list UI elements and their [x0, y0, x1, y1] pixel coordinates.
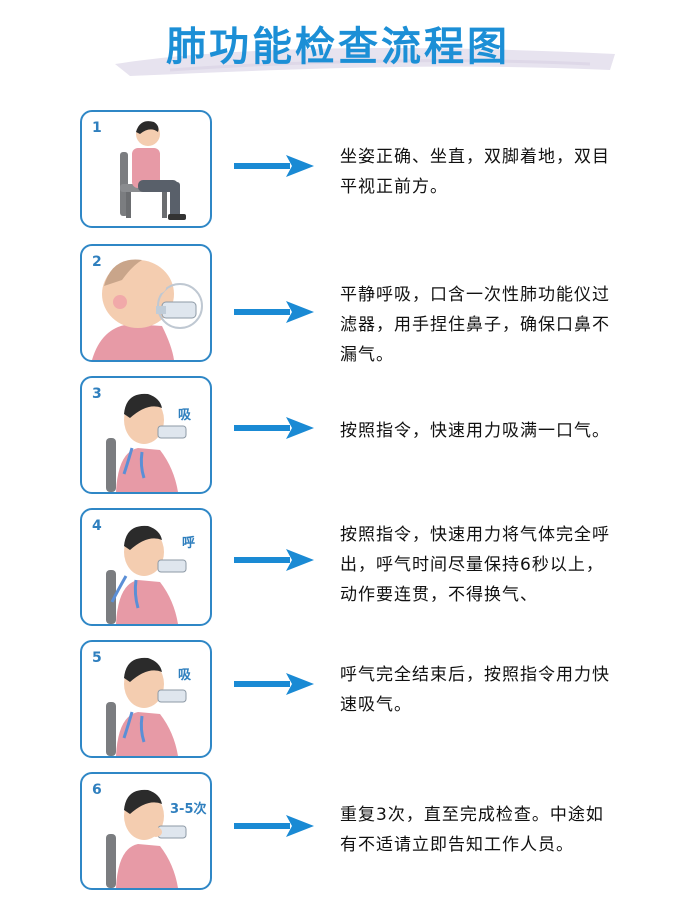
step-6-card: 6 3-5次 [80, 772, 212, 890]
person-rapid-inhale-illustration [106, 657, 187, 756]
step-3-card: 3 吸 [80, 376, 212, 494]
seated-person-illustration [120, 121, 186, 220]
mouthpiece-closeup-illustration [92, 259, 203, 360]
arrow-right-icon [234, 301, 314, 323]
page-title: 肺功能检查流程图 [166, 24, 510, 70]
step-2-card: 2 [80, 244, 212, 362]
step-1: 1 坐姿正确、坐直，双脚着地，双目平视正前方。 [0, 110, 676, 230]
person-repeat-illustration [106, 789, 187, 888]
step-6-action-label: 3-5次 [170, 802, 207, 817]
step-2: 2 平静呼吸，口含一次性肺功能仪过滤器，用手捏住鼻子，确保口鼻不漏气。 [0, 244, 676, 365]
step-4-number: 4 [92, 518, 102, 534]
step-1-description: 坐姿正确、坐直，双脚着地，双目平视正前方。 [340, 147, 610, 197]
step-3: 3 吸 按照指令，快速用力吸满一口气。 [0, 376, 676, 496]
brush-stroke-decoration [115, 48, 615, 76]
person-exhale-illustration [106, 525, 187, 624]
step-1-number: 1 [92, 120, 102, 136]
arrow-right-icon [234, 815, 314, 837]
step-6-description: 重复3次，直至完成检查。中途如有不适请立即告知工作人员。 [340, 805, 604, 855]
step-5-description: 呼气完全结束后，按照指令用力快速吸气。 [340, 665, 610, 715]
arrow-right-icon [234, 673, 314, 695]
step-2-number: 2 [92, 254, 102, 270]
step-1-card: 1 [80, 110, 212, 228]
step-5-action-label: 吸 [178, 668, 192, 683]
step-5: 5 吸 呼气完全结束后，按照指令用力快速吸气。 [0, 640, 676, 760]
person-inhale-illustration [106, 393, 187, 492]
arrow-right-icon [234, 417, 314, 439]
step-5-card: 5 吸 [80, 640, 212, 758]
step-6-number: 6 [92, 782, 102, 798]
title-area: 肺功能检查流程图 [0, 0, 676, 90]
step-3-action-label: 吸 [178, 408, 192, 423]
step-4-card: 4 呼 [80, 508, 212, 626]
step-4-description: 按照指令，快速用力将气体完全呼出，呼气时间尽量保持6秒以上，动作要连贯，不得换气… [340, 525, 610, 605]
arrow-right-icon [234, 549, 314, 571]
step-5-number: 5 [92, 650, 102, 666]
arrow-right-icon [234, 155, 314, 177]
step-2-description: 平静呼吸，口含一次性肺功能仪过滤器，用手捏住鼻子，确保口鼻不漏气。 [340, 285, 610, 365]
step-4-action-label: 呼 [182, 536, 196, 551]
step-3-number: 3 [92, 386, 102, 402]
step-4: 4 呼 按照指令，快速用力将气体完全呼出，呼气时间尽量保持6秒以上，动作要连贯，… [0, 508, 676, 628]
step-3-description: 按照指令，快速用力吸满一口气。 [340, 421, 610, 441]
step-6: 6 3-5次 重复3次，直至完成检查。中途如有不适请立即告知工作人员。 [0, 772, 676, 892]
